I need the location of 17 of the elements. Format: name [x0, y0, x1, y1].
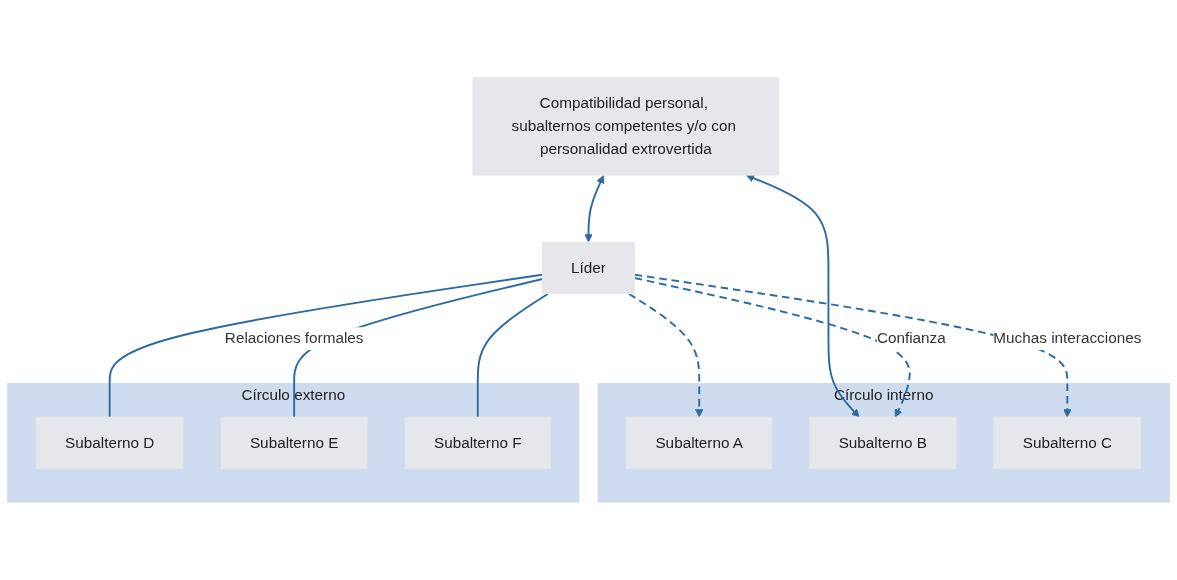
- node-box: Compatibilidad personal, subalternos competentes y/o con personalidad extrovertida: [472, 77, 780, 176]
- edge-label: Confianza: [876, 330, 946, 347]
- node-box: Subalterno C: [993, 416, 1142, 470]
- arrow: [746, 174, 860, 418]
- connector: [476, 292, 550, 419]
- node-box: Líder: [541, 241, 636, 295]
- arrow: [584, 175, 605, 243]
- edge-label: Relaciones formales: [224, 330, 364, 347]
- arrow: [627, 292, 704, 418]
- arrow: [633, 273, 1072, 418]
- edge-label: Muchas interacciones: [993, 330, 1142, 347]
- node-box: Subalterno D: [35, 416, 184, 470]
- node-box: Subalterno E: [220, 416, 368, 470]
- arrow: [633, 277, 911, 418]
- node-box: Subalterno B: [809, 416, 957, 470]
- node-box: Subalterno F: [404, 416, 551, 470]
- node-box: Subalterno A: [626, 416, 773, 470]
